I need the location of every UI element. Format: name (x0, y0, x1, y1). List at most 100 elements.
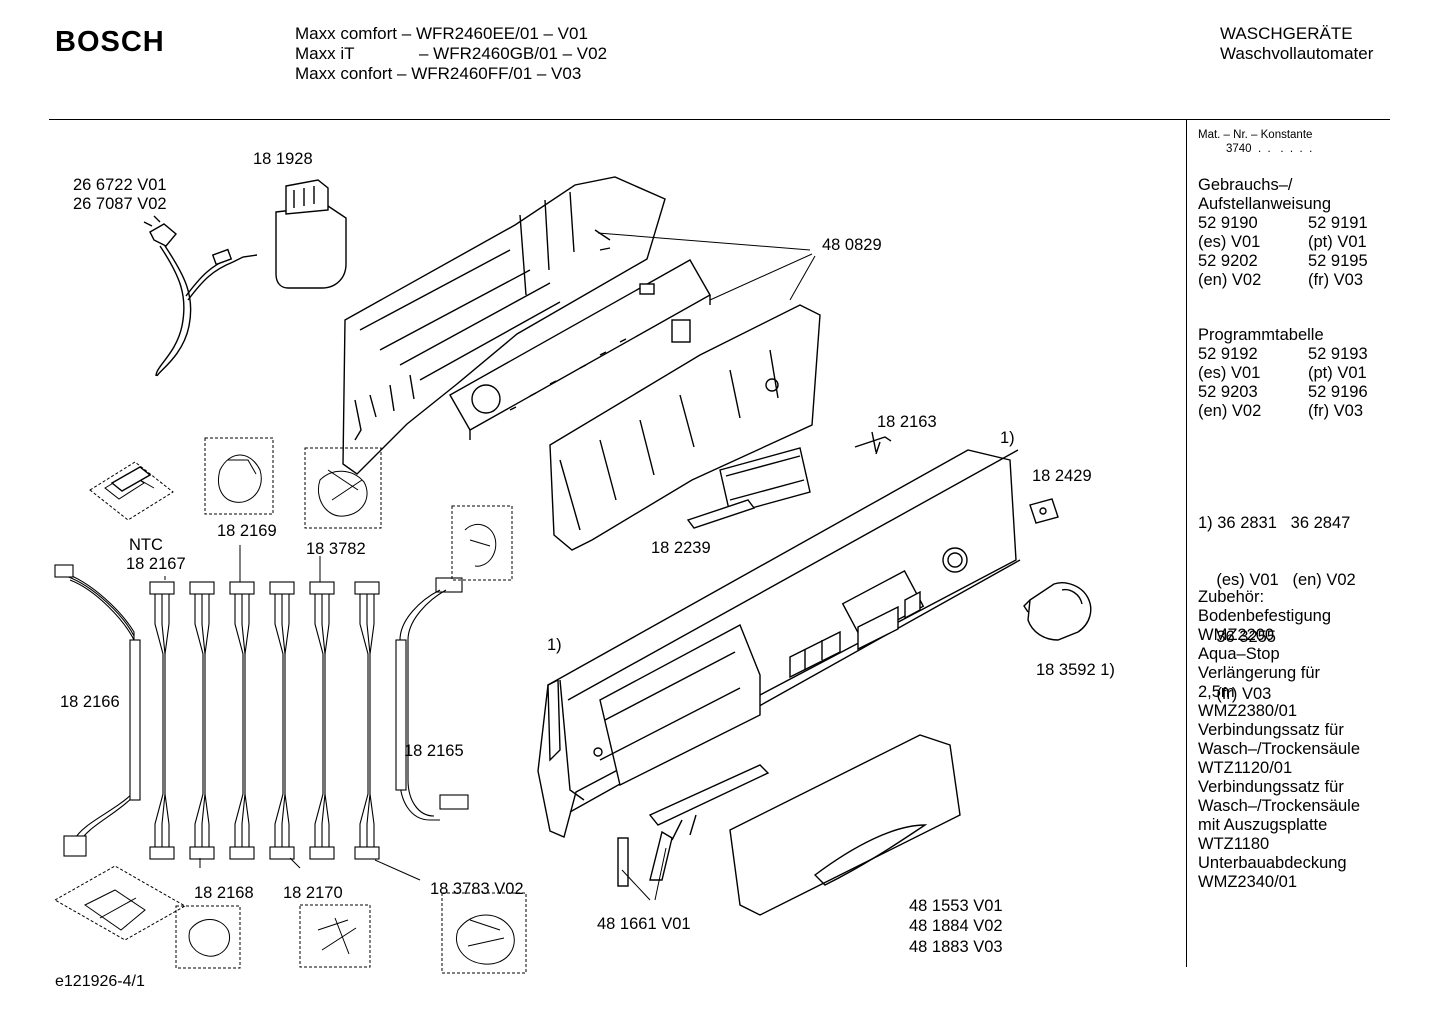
program-table-title: Programmtabelle (1198, 326, 1324, 344)
part-label: 18 2168 (194, 884, 254, 902)
part-label: 18 2167 (126, 555, 186, 573)
part-label: 48 1884 V02 (909, 917, 1003, 935)
doc-code: 52 9203 (1198, 383, 1258, 401)
accessory-line: Verbindungssatz für (1198, 721, 1344, 739)
accessory-line: WMZ2380/01 (1198, 702, 1298, 720)
doc-code: 52 9202 (1198, 252, 1258, 270)
accessory-line: WTZ1180 (1198, 835, 1270, 853)
mat-nr-block: Mat. – Nr. – Konstante 3740 . . . . . . (1198, 128, 1312, 156)
accessory-line: WMZ2200 (1198, 626, 1275, 644)
drawer-handle (729, 734, 961, 916)
drawing-id: e121926-4/1 (55, 973, 145, 990)
header-divider (49, 119, 1390, 120)
doc-code: 52 9190 (1198, 214, 1258, 232)
part-label: 18 3592 1) (1036, 661, 1115, 679)
accessories-block: Zubehör: Bodenbefestigung WMZ2200 Aqua–S… (1198, 588, 1360, 892)
sidebar-divider (1186, 119, 1187, 967)
model-name: Maxx confort (295, 64, 393, 83)
doc-code: 52 9192 (1198, 345, 1258, 363)
filter-part (275, 179, 347, 289)
mat-nr-label: Mat. – Nr. – Konstante (1198, 129, 1313, 141)
part-label: 26 6722 V01 (73, 176, 167, 194)
fascia-panel (537, 449, 1021, 838)
manual-block: Gebrauchs–/ Aufstellanweisung 52 9190 52… (1198, 176, 1418, 290)
footnote-line: (fr) V03 (1198, 685, 1272, 703)
part-label: 18 2170 (283, 884, 343, 902)
part-label: 18 2163 (877, 413, 937, 431)
doc-code: 52 9195 (1308, 252, 1368, 270)
control-board (449, 259, 711, 440)
category-subtitle: Waschvollautomater (1220, 44, 1374, 63)
exploded-parts-drawing (53, 176, 1092, 974)
category-title: WASCHGERÄTE (1220, 24, 1353, 43)
doc-code: 52 9193 (1308, 345, 1368, 363)
part-label: 48 1883 V03 (909, 938, 1003, 956)
doc-code: (fr) V03 (1308, 402, 1364, 420)
doc-code: (pt) V01 (1308, 364, 1367, 382)
footnote-mark: 1) (1000, 429, 1015, 447)
bracket-part (617, 764, 770, 887)
doc-code: (pt) V01 (1308, 233, 1367, 251)
accessory-line: 2,5m (1198, 683, 1235, 701)
part-label: 18 3783 V02 (430, 880, 524, 898)
model-row: Maxx confort – WFR2460FF/01 – V03 (295, 64, 607, 84)
doc-code: (en) V02 (1198, 402, 1262, 420)
ntc-sensor (110, 466, 152, 492)
model-name: Maxx comfort (295, 24, 398, 43)
manual-title: Gebrauchs–/ (1198, 176, 1293, 194)
accessory-line: Zubehör: (1198, 588, 1265, 606)
part-label: 18 3782 (306, 540, 366, 558)
model-name: Maxx iT (295, 44, 355, 63)
doc-code: 52 9191 (1308, 214, 1368, 232)
accessory-line: WTZ1120/01 (1198, 759, 1293, 777)
part-label: 26 7087 V02 (73, 195, 167, 213)
model-list: Maxx comfort – WFR2460EE/01 – V01 Maxx i… (295, 24, 607, 84)
part-label: 48 0829 (822, 236, 882, 254)
footnote-line: 1) 36 2831 36 2847 (1198, 514, 1351, 532)
part-label: 18 2166 (60, 693, 120, 711)
part-label: 18 2165 (404, 742, 464, 760)
knob-part (1023, 582, 1092, 641)
part-label: 48 1553 V01 (909, 897, 1003, 915)
program-table-codes: 52 9192 52 9193 (es) V01 (pt) V01 52 920… (1198, 345, 1418, 421)
brand-logo: BOSCH (55, 26, 165, 58)
manual-codes: 52 9190 52 9191 (es) V01 (pt) V01 52 920… (1198, 214, 1418, 290)
accessory-line: Wasch–/Trockensäule (1198, 797, 1361, 815)
accessory-line: WMZ2340/01 (1198, 873, 1298, 891)
doc-code: (es) V01 (1198, 364, 1261, 382)
accessory-line: Verlängerung für (1198, 664, 1321, 682)
doc-code: (es) V01 (1198, 233, 1261, 251)
doc-code: (en) V02 (1198, 271, 1262, 289)
accessory-line: Bodenbefestigung (1198, 607, 1332, 625)
switch-part (1029, 498, 1059, 524)
accessory-line: Verbindungssatz für (1198, 778, 1344, 796)
model-row: Maxx comfort – WFR2460EE/01 – V01 (295, 24, 607, 44)
footnote-line: 36 3255 (1198, 628, 1276, 646)
pin-part (854, 431, 892, 455)
program-table-block: Programmtabelle 52 9192 52 9193 (es) V01… (1198, 326, 1418, 421)
model-code: – WFR2460FF/01 – V03 (397, 64, 582, 83)
part-label: 48 1661 V01 (597, 915, 691, 933)
model-row: Maxx iT– WFR2460GB/01 – V02 (295, 44, 607, 64)
part-label: 18 2239 (651, 539, 711, 557)
doc-code: 52 9196 (1308, 383, 1368, 401)
category: WASCHGERÄTE Waschvollautomater (1220, 24, 1373, 64)
footnote-line: (es) V01 (en) V02 (1198, 571, 1356, 589)
mat-nr-value: 3740 . . . . . . (1226, 143, 1313, 155)
wire-harness-group (54, 545, 469, 881)
power-cord-part (143, 215, 258, 377)
accessory-line: mit Auszugsplatte (1198, 816, 1328, 834)
model-code: – WFR2460EE/01 – V01 (401, 24, 588, 43)
display-cover (686, 447, 811, 529)
part-label: 18 2169 (217, 522, 277, 540)
reference-box-group (53, 437, 527, 974)
gasket-part (547, 678, 561, 762)
accessory-line: Aqua–Stop (1198, 645, 1280, 663)
doc-code: (fr) V03 (1308, 271, 1364, 289)
manual-title: Aufstellanweisung (1198, 195, 1331, 213)
part-label: NTC (129, 536, 163, 554)
part-label: 18 2429 (1032, 467, 1092, 485)
module-bracket (549, 304, 821, 551)
part-label: 18 1928 (253, 150, 313, 168)
accessory-line: Unterbauabdeckung (1198, 854, 1347, 872)
